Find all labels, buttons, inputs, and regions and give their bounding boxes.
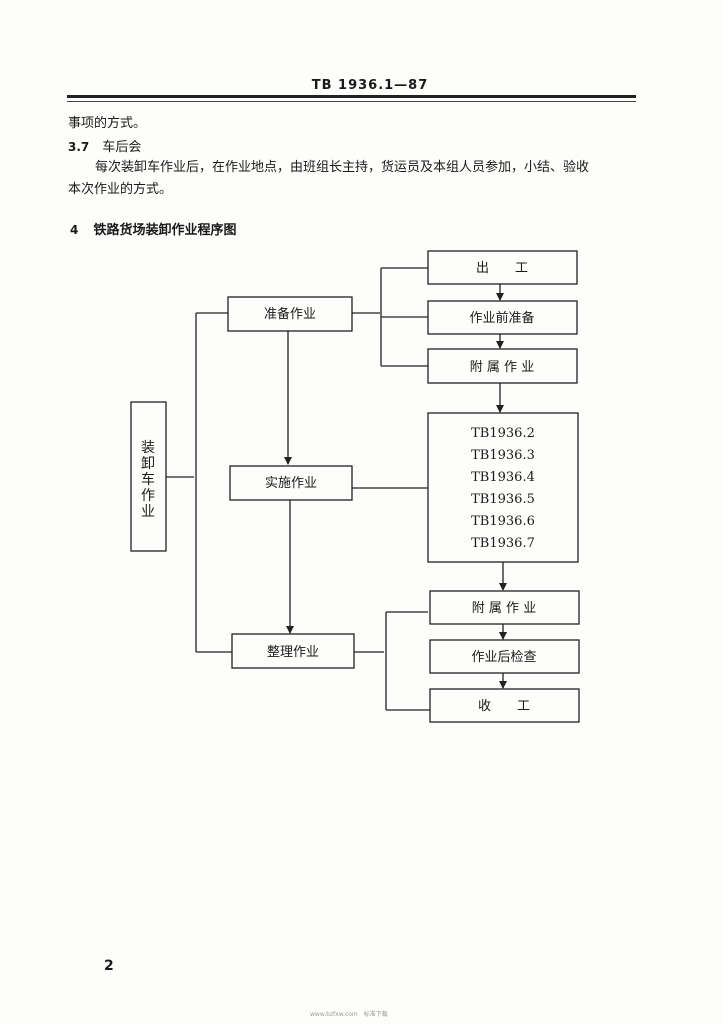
section-3-7-body-line1: 每次装卸车作业后，在作业地点，由班组长主持，货运员及本组人员参加，小结、验收	[95, 160, 590, 175]
standard-item: TB1936.6	[471, 514, 535, 529]
stage-finish-label: 整理作业	[267, 645, 319, 660]
standard-item: TB1936.2	[471, 426, 535, 441]
step-post-check-box	[429, 639, 580, 674]
root-label-char: 业	[141, 504, 155, 520]
root-label-char: 装	[141, 440, 155, 456]
section-number: 4	[70, 223, 79, 237]
header-rule	[67, 95, 636, 98]
page-number: 2	[104, 958, 114, 974]
stage-prepare-label: 准备作业	[264, 306, 316, 322]
step-aux2-label: 附 属 作 业	[472, 601, 536, 616]
step-start-box	[427, 250, 578, 285]
root-label-char: 车	[141, 471, 155, 488]
step-end-box	[429, 688, 580, 723]
section-title: 铁路货场装卸作业程序图	[93, 223, 237, 238]
footer-watermark: www.bzfxw.com 标准下载	[310, 1011, 388, 1018]
root-box	[130, 401, 167, 552]
step-aux1-label: 附 属 作 业	[470, 360, 534, 375]
standard-item: TB1936.4	[471, 470, 535, 485]
section-title: 车后会	[102, 140, 142, 155]
standard-item: TB1936.5	[471, 492, 535, 507]
standard-code-header: TB 1936.1—87	[311, 78, 429, 93]
standards-box	[427, 412, 579, 563]
stage-implement-label: 实施作业	[265, 476, 317, 491]
step-pre-prep-box	[427, 300, 578, 335]
flowchart-connectors	[166, 267, 507, 711]
header-rule-thin	[67, 101, 636, 102]
root-label-char: 作	[141, 488, 155, 504]
section-4-heading: 4 铁路货场装卸作业程序图	[70, 218, 236, 242]
section-number: 3.7	[68, 140, 90, 154]
step-aux1-box	[427, 348, 578, 384]
section-3-7-body-line2: 本次作业的方式。	[68, 182, 173, 197]
stage-prepare-box	[227, 296, 353, 332]
stage-implement-box	[229, 465, 353, 501]
root-label-char: 卸	[141, 456, 155, 472]
section-3-7-heading: 3.7 车后会	[68, 135, 141, 159]
continued-text: 事项的方式。	[68, 116, 147, 131]
standard-item: TB1936.7	[471, 536, 535, 551]
step-end-label: 收 工	[478, 699, 530, 714]
standard-item: TB1936.3	[471, 448, 535, 463]
stage-finish-box	[231, 633, 355, 669]
root-label: 装卸车作业	[141, 440, 155, 520]
step-post-check-label: 作业后检查	[471, 650, 536, 665]
step-pre-prep-label: 作业前准备	[469, 310, 534, 326]
step-start-label: 出 工	[476, 261, 528, 276]
step-aux2-box	[429, 590, 580, 625]
